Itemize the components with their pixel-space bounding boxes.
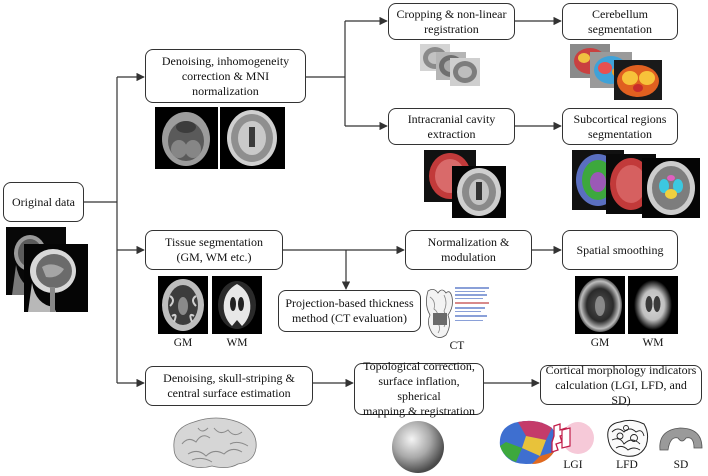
gm-label: GM (173, 337, 193, 349)
sd-image (656, 424, 706, 456)
node-subcortical-segmentation: Subcortical regions segmentation (562, 108, 678, 145)
original-mri-images (6, 227, 88, 312)
node-topological-correction: Topological correction, surface inflatio… (354, 359, 484, 418)
node-normalization-modulation: Normalization & modulation (405, 230, 532, 270)
lfd-image (602, 418, 652, 460)
smoothed-wm-label: WM (642, 337, 664, 349)
cropping-images (420, 44, 480, 86)
ct-label: CT (449, 340, 465, 352)
intracranial-images (424, 150, 506, 218)
cortical-surface-image (168, 414, 262, 472)
lfd-label: LFD (616, 459, 638, 471)
lgi-section-image (548, 420, 596, 460)
node-cerebellum-segmentation: Cerebellum segmentation (562, 3, 678, 40)
inflated-sphere-image (390, 419, 446, 475)
ct-annotation-lines (455, 286, 493, 323)
smoothed-wm-image (628, 276, 678, 334)
wm-image (212, 276, 262, 334)
node-cropping-registration: Cropping & non-linear registration (388, 3, 515, 40)
smoothed-gm-image (575, 276, 625, 334)
node-original-data: Original data (3, 182, 84, 222)
ct-thickness-figure (424, 285, 494, 345)
node-tissue-segmentation: Tissue segmentation (GM, WM etc.) (145, 230, 283, 270)
smoothed-gm-label: GM (590, 337, 610, 349)
node-intracranial-extraction: Intracranial cavity extraction (388, 108, 515, 145)
node-surface-estimation: Denoising, skull-striping & central surf… (145, 366, 313, 406)
node-denoise-normalization: Denoising, inhomogeneity correction & MN… (145, 49, 306, 103)
denoise-axial-images (155, 107, 285, 169)
node-spatial-smoothing: Spatial smoothing (562, 230, 678, 270)
lgi-label: LGI (563, 459, 583, 471)
node-cortical-indicators: Cortical morphology indicators calculati… (540, 363, 702, 407)
lgi-brain-image (496, 418, 562, 468)
gm-image (158, 276, 208, 334)
wm-label: WM (226, 337, 248, 349)
cerebellum-images (570, 44, 690, 100)
sd-label: SD (673, 459, 689, 471)
subcortical-images (572, 150, 700, 218)
node-projection-thickness: Projection-based thickness method (CT ev… (278, 290, 421, 332)
